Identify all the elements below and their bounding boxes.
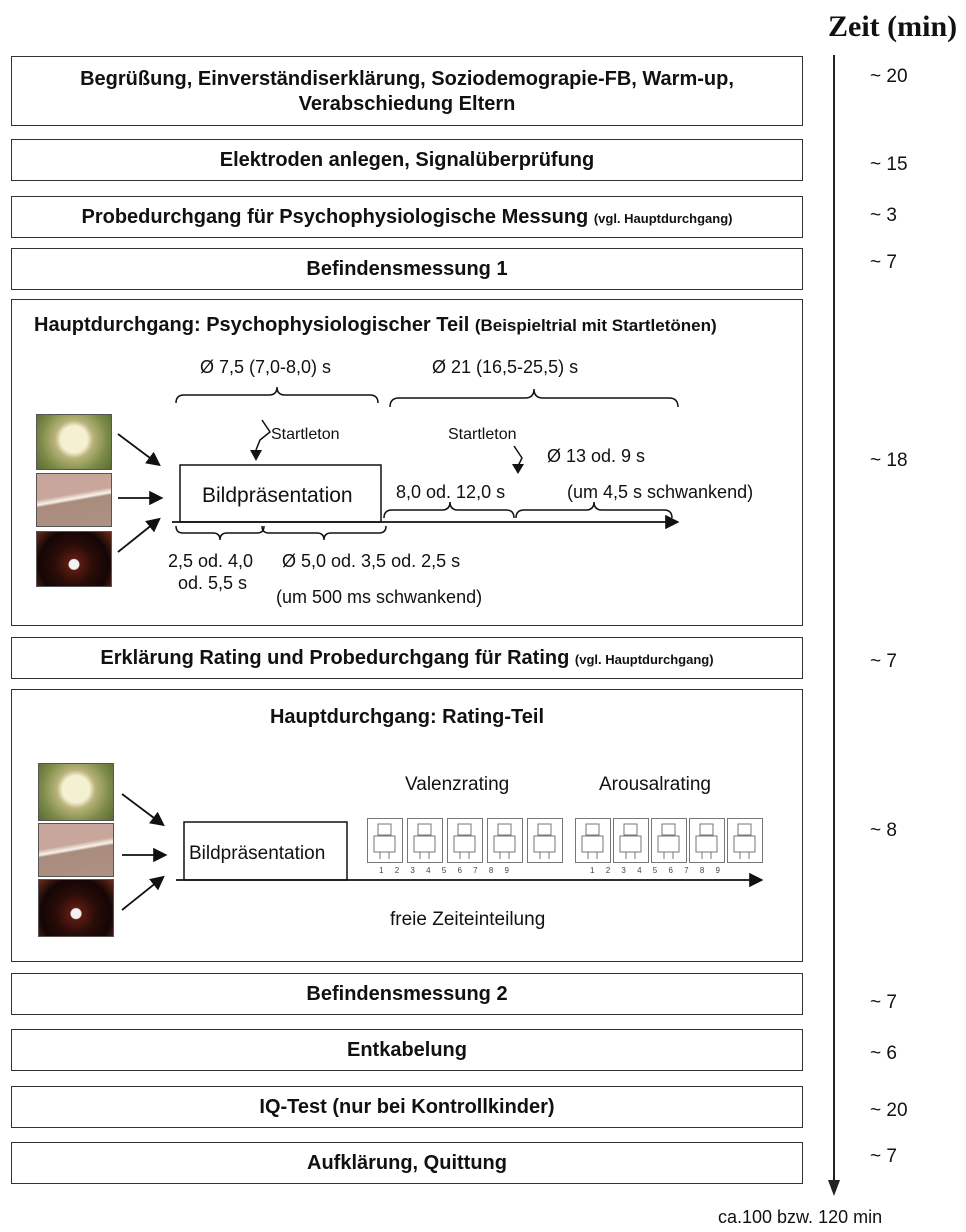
total-duration: ca.100 bzw. 120 min	[718, 1207, 883, 1227]
valence-sam-1	[367, 818, 403, 863]
post-interval-label: Ø 5,0 od. 3,5 od. 2,5 s	[282, 551, 461, 571]
presentation-label: Bildpräsentation	[202, 484, 353, 507]
manikin-icon	[733, 823, 756, 859]
step-rating-explanation-minutes: ~ 7	[870, 651, 897, 672]
valence-label: Valenzrating	[405, 774, 510, 795]
interval-label-2: Ø 13 od. 9 s	[547, 446, 646, 466]
step-iq-test-minutes: ~ 20	[870, 1100, 908, 1121]
step-rating-explanation-note: (vgl. Hauptdurchgang)	[574, 652, 714, 667]
psychophys-title-note: (Beispieltrial mit Startletönen)	[474, 316, 717, 335]
step-trial-run-note: (vgl. Hauptdurchgang)	[593, 211, 733, 226]
step-rating-explanation: Erklärung Rating und Probedurchgang für …	[11, 637, 803, 679]
step-mood-2: Befindensmessung 2	[11, 973, 803, 1015]
arousal-sam-3	[651, 818, 687, 863]
step-iq-test: IQ-Test (nur bei Kontrollkinder)	[11, 1086, 803, 1128]
arousal-sam-5	[727, 818, 763, 863]
time-column-header: Zeit (min)	[828, 10, 958, 43]
step-mood-1: Befindensmessung 1	[11, 248, 803, 290]
step-main-psychophys: Hauptdurchgang: Psychophysiologischer Te…	[11, 299, 803, 626]
step-main-psychophys-minutes: ~ 18	[870, 450, 908, 471]
step-welcome-line2: Verabschiedung Eltern	[298, 93, 516, 115]
step-welcome-line1: Begrüßung, Einverständiserklärung, Sozio…	[80, 68, 734, 90]
manikin-icon	[619, 823, 642, 859]
startle-label-2: Startleton	[448, 426, 517, 443]
step-welcome: Begrüßung, Einverständiserklärung, Sozio…	[11, 56, 803, 126]
step-trial-run-minutes: ~ 3	[870, 205, 897, 226]
step-trial-run: Probedurchgang für Psychophysiologische …	[11, 196, 803, 238]
seal-image	[36, 414, 112, 470]
step-electrodes: Elektroden anlegen, Signalüberprüfung	[11, 139, 803, 181]
arousal-sam-2	[613, 818, 649, 863]
manikin-icon	[373, 823, 396, 859]
psychophys-title: Hauptdurchgang: Psychophysiologischer Te…	[34, 314, 717, 337]
step-welcome-minutes: ~ 20	[870, 66, 908, 87]
interval-label-2-note: (um 4,5 s schwankend)	[567, 482, 754, 502]
manikin-icon	[493, 823, 516, 859]
step-rating-explanation-label: Erklärung Rating und Probedurchgang für …	[100, 647, 570, 669]
dog-image	[36, 531, 112, 587]
startle-label-1: Startleton	[271, 426, 340, 443]
manikin-icon	[695, 823, 718, 859]
free-time-label: freie Zeiteinteilung	[390, 909, 546, 930]
step-debriefing-minutes: ~ 7	[870, 1146, 897, 1167]
post-interval-note: (um 500 ms schwankend)	[276, 587, 483, 607]
valence-sam-2	[407, 818, 443, 863]
knife-image	[36, 473, 112, 527]
psychophys-title-label: Hauptdurchgang: Psychophysiologischer Te…	[34, 314, 470, 336]
step-uncabling-minutes: ~ 6	[870, 1043, 897, 1064]
seal-image-rating	[38, 763, 114, 821]
arousal-scale-numbers: 1 2 3 4 5 6 7 8 9	[590, 866, 720, 875]
pre-interval-line-2: od. 5,5 s	[178, 573, 248, 593]
valence-sam-3	[447, 818, 483, 863]
brace-label-1: Ø 7,5 (7,0-8,0) s	[200, 357, 332, 377]
step-mood-2-minutes: ~ 7	[870, 992, 897, 1013]
valence-sam-4	[487, 818, 523, 863]
step-mood-1-minutes: ~ 7	[870, 252, 897, 273]
step-uncabling: Entkabelung	[11, 1029, 803, 1071]
manikin-icon	[413, 823, 436, 859]
knife-image-rating	[38, 823, 114, 877]
interval-label-1: 8,0 od. 12,0 s	[396, 482, 506, 502]
step-debriefing: Aufklärung, Quittung	[11, 1142, 803, 1184]
arousal-label: Arousalrating	[599, 774, 711, 795]
step-trial-run-label: Probedurchgang für Psychophysiologische …	[81, 206, 589, 228]
rating-presentation-label: Bildpräsentation	[189, 843, 326, 864]
brace-label-2: Ø 21 (16,5-25,5) s	[432, 357, 579, 377]
rating-title: Hauptdurchgang: Rating-Teil	[269, 706, 545, 728]
dog-image-rating	[38, 879, 114, 937]
step-main-rating-minutes: ~ 8	[870, 820, 897, 841]
arousal-sam-4	[689, 818, 725, 863]
manikin-icon	[581, 823, 604, 859]
arousal-sam-1	[575, 818, 611, 863]
valence-scale-numbers: 1 2 3 4 5 6 7 8 9	[379, 866, 509, 875]
manikin-icon	[657, 823, 680, 859]
pre-interval-line-1: 2,5 od. 4,0	[168, 551, 254, 571]
step-electrodes-minutes: ~ 15	[870, 154, 908, 175]
manikin-icon	[453, 823, 476, 859]
manikin-icon	[533, 823, 556, 859]
valence-sam-5	[527, 818, 563, 863]
